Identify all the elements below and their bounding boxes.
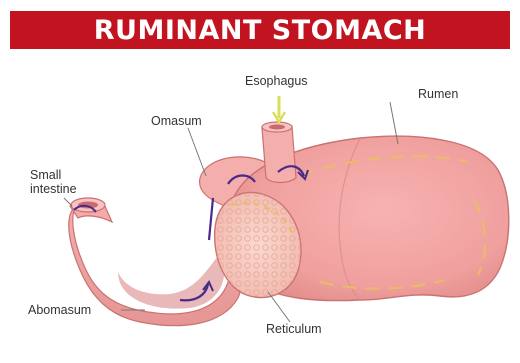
small-intestine: [70, 198, 112, 222]
label-omasum: Omasum: [151, 114, 202, 128]
esophagus-arrow: [273, 96, 285, 122]
esophagus: [262, 122, 296, 183]
label-small-intestine-line2: intestine: [30, 182, 77, 196]
label-abomasum: Abomasum: [28, 303, 91, 317]
label-esophagus: Esophagus: [245, 74, 308, 88]
label-small-intestine-line1: Small: [30, 168, 61, 182]
label-rumen: Rumen: [418, 87, 458, 101]
label-reticulum: Reticulum: [266, 322, 322, 336]
